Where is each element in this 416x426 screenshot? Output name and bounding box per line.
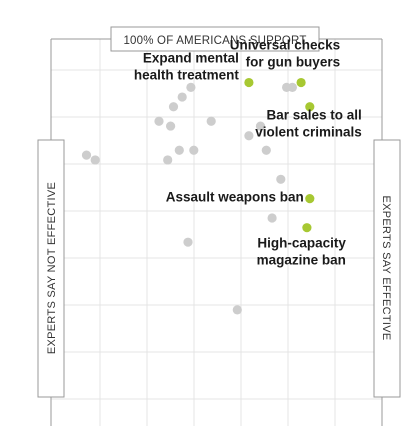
data-point bbox=[186, 82, 196, 92]
highlighted-point bbox=[244, 77, 254, 88]
data-point bbox=[166, 121, 176, 131]
highlighted-point bbox=[296, 77, 306, 88]
annotation-label: Expand mental health treatment bbox=[134, 51, 240, 83]
data-point bbox=[189, 145, 199, 155]
annotation-line: Expand mental bbox=[143, 51, 239, 66]
highlighted-point bbox=[305, 194, 315, 204]
data-point bbox=[81, 150, 92, 160]
right-label-box: EXPERTS SAY EFFECTIVE bbox=[373, 139, 401, 398]
top-label-box: 100% OF AMERICANS SUPPORT bbox=[110, 26, 320, 52]
data-point bbox=[244, 131, 254, 141]
left-label-box: EXPERTS SAY NOT EFFECTIVE bbox=[37, 139, 65, 398]
data-point bbox=[287, 82, 297, 92]
annotation-line: Assault weapons ban bbox=[166, 190, 304, 205]
plot-frame bbox=[50, 38, 383, 426]
highlighted-point bbox=[305, 102, 315, 112]
data-point bbox=[154, 116, 164, 126]
annotation-line: violent criminals bbox=[255, 125, 362, 140]
annotation-line: High-capacity bbox=[257, 236, 346, 251]
annotation-line: Bar sales to all bbox=[266, 108, 361, 123]
right-label: EXPERTS SAY EFFECTIVE bbox=[380, 195, 392, 340]
data-point bbox=[261, 145, 271, 155]
data-point bbox=[168, 102, 179, 112]
data-point bbox=[255, 121, 266, 131]
data-point bbox=[206, 116, 216, 126]
annotation-label: High-capacity magazine ban bbox=[257, 236, 347, 268]
data-point bbox=[276, 174, 286, 184]
annotation-line: for gun buyers bbox=[246, 55, 341, 70]
annotation-line: magazine ban bbox=[257, 253, 346, 268]
data-point bbox=[90, 155, 100, 165]
data-point bbox=[163, 155, 173, 165]
top-label: 100% OF AMERICANS SUPPORT bbox=[123, 35, 306, 47]
annotation-label: Universal checks for gun buyers bbox=[230, 38, 340, 70]
grid-lines bbox=[51, 39, 382, 426]
annotation-line: health treatment bbox=[134, 68, 240, 83]
annotation-label: Assault weapons ban bbox=[166, 190, 304, 205]
highlighted-point bbox=[302, 223, 312, 233]
data-point bbox=[267, 213, 277, 223]
data-point bbox=[183, 237, 193, 247]
data-points bbox=[81, 77, 315, 315]
data-point bbox=[232, 305, 242, 315]
annotation-label: Bar sales to all violent criminals bbox=[255, 108, 362, 140]
left-label: EXPERTS SAY NOT EFFECTIVE bbox=[46, 182, 58, 354]
annotation-line: Universal checks bbox=[230, 38, 340, 53]
data-point bbox=[174, 145, 184, 155]
data-point bbox=[177, 92, 187, 102]
